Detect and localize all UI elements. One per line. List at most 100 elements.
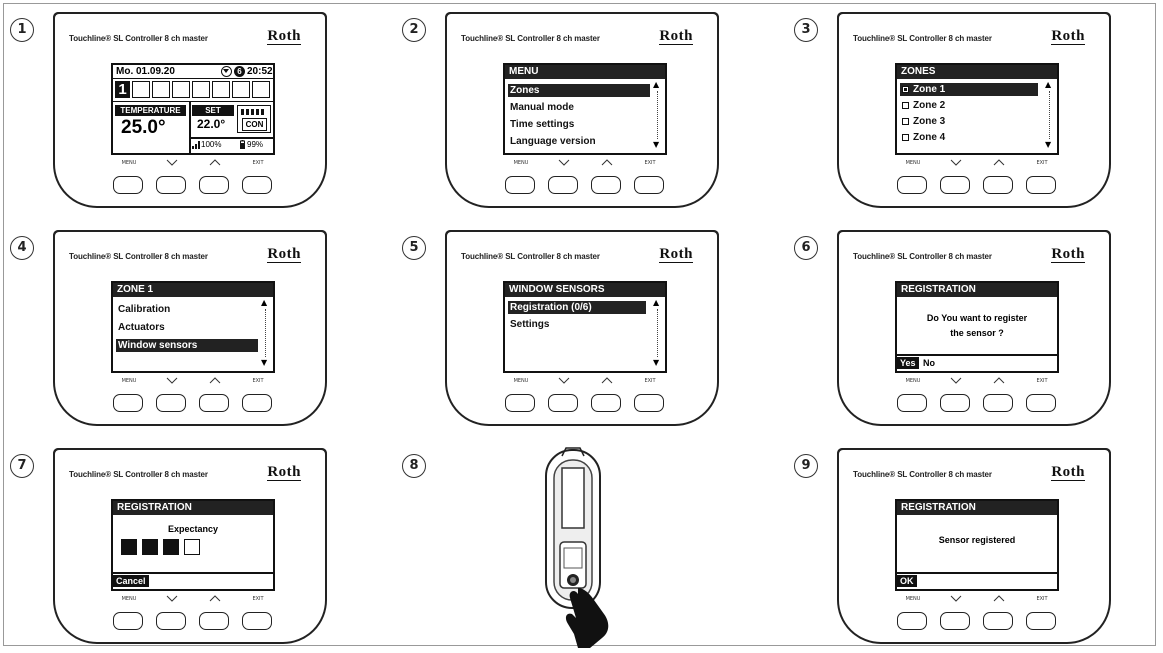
screen-header: WINDOW SENSORS	[505, 283, 665, 297]
down-button[interactable]	[548, 176, 578, 194]
chevron-down-icon	[950, 377, 962, 384]
down-button[interactable]	[940, 612, 970, 630]
step-number: 7	[10, 454, 34, 478]
zone-slot	[212, 81, 230, 98]
screen-header: ZONE 1	[113, 283, 273, 297]
step-number: 9	[794, 454, 818, 478]
down-button[interactable]	[940, 176, 970, 194]
menu-button-label: MENU	[121, 378, 137, 384]
dialog-message-line2: the sensor ?	[950, 328, 1004, 338]
device-screen: REGISTRATION Sensor registered OK	[895, 499, 1059, 591]
ok-option[interactable]: OK	[897, 575, 917, 587]
device-screen: REGISTRATION Do You want to register the…	[895, 281, 1059, 373]
menu-item-window-sensors[interactable]: Window sensors	[116, 339, 258, 352]
menu-button[interactable]	[897, 612, 927, 630]
zone-item[interactable]: Zone 1	[900, 83, 1038, 96]
up-button[interactable]	[199, 394, 229, 412]
controller-device: Touchline® SL Controller 8 ch master Rot…	[53, 448, 327, 644]
yes-option[interactable]: Yes	[897, 357, 919, 369]
up-button[interactable]	[983, 176, 1013, 194]
scrollbar[interactable]: ▲▼	[261, 298, 268, 367]
exit-button[interactable]	[634, 176, 664, 194]
menu-button-label: MENU	[905, 596, 921, 602]
device-title: Touchline® SL Controller 8 ch master	[69, 252, 208, 261]
no-option[interactable]: No	[923, 358, 935, 368]
down-button[interactable]	[156, 176, 186, 194]
signal-value: 100%	[201, 140, 222, 149]
down-button[interactable]	[156, 394, 186, 412]
controller-device: Touchline® SL Controller 8 ch master Rot…	[837, 230, 1111, 426]
down-button[interactable]	[548, 394, 578, 412]
exit-button-label: EXIT	[644, 160, 656, 166]
brand-logo: Roth	[267, 246, 301, 263]
mode-label: CON	[242, 118, 267, 131]
up-button[interactable]	[199, 176, 229, 194]
chevron-up-icon	[993, 595, 1005, 602]
menu-item-registration[interactable]: Registration (0/6)	[508, 301, 646, 314]
step-9-panel: 9 Touchline® SL Controller 8 ch master R…	[788, 438, 1160, 648]
progress-box-filled	[163, 539, 179, 555]
down-button[interactable]	[156, 612, 186, 630]
date-label: Mo. 01.09.20	[116, 66, 175, 77]
menu-item-zones[interactable]: Zones	[508, 84, 650, 97]
menu-button[interactable]	[897, 176, 927, 194]
exit-button[interactable]	[634, 394, 664, 412]
menu-item-actuators[interactable]: Actuators	[118, 322, 165, 333]
menu-button-label: MENU	[513, 378, 529, 384]
up-button[interactable]	[983, 612, 1013, 630]
scrollbar[interactable]: ▲▼	[653, 298, 660, 367]
up-button[interactable]	[591, 176, 621, 194]
device-screen: MENU Zones Manual mode Time settings Lan…	[503, 63, 667, 155]
menu-item-language-version[interactable]: Language version	[510, 136, 596, 147]
controller-device: Touchline® SL Controller 8 ch master Rot…	[445, 230, 719, 426]
exit-button[interactable]	[242, 176, 272, 194]
device-screen: REGISTRATION Expectancy Cancel	[111, 499, 275, 591]
exit-button-label: EXIT	[1036, 160, 1048, 166]
zone-slot	[252, 81, 270, 98]
exit-button[interactable]	[242, 612, 272, 630]
zone-item[interactable]: Zone 2	[900, 99, 1038, 112]
step-number: 5	[402, 236, 426, 260]
scrollbar[interactable]: ▲▼	[1045, 80, 1052, 149]
menu-item-time-settings[interactable]: Time settings	[510, 119, 575, 130]
step-number: 6	[794, 236, 818, 260]
zone-item[interactable]: Zone 3	[900, 115, 1038, 128]
menu-button[interactable]	[113, 612, 143, 630]
device-screen: Mo. 01.09.20 6 20:52 1 TEMPERATURE 25.0°…	[111, 63, 275, 155]
zone-slot	[192, 81, 210, 98]
step-number: 4	[10, 236, 34, 260]
chevron-down-icon	[166, 377, 178, 384]
brand-logo: Roth	[1051, 464, 1085, 481]
cancel-option[interactable]: Cancel	[113, 575, 149, 587]
battery-value: 99%	[247, 140, 264, 149]
scrollbar[interactable]: ▲▼	[653, 80, 660, 149]
menu-button[interactable]	[505, 176, 535, 194]
down-button[interactable]	[940, 394, 970, 412]
menu-button[interactable]	[113, 176, 143, 194]
step-3-panel: 3 Touchline® SL Controller 8 ch master R…	[788, 2, 1160, 212]
device-screen: ZONE 1 Calibration Actuators Window sens…	[111, 281, 275, 373]
radiator-icon	[241, 109, 264, 115]
menu-item-calibration[interactable]: Calibration	[118, 304, 171, 315]
controller-device: Touchline® SL Controller 8 ch master Rot…	[837, 448, 1111, 644]
menu-item-settings[interactable]: Settings	[510, 319, 550, 330]
checkbox-checked-icon	[902, 86, 909, 93]
zone-strip: 1	[113, 78, 273, 102]
set-label: SET	[192, 105, 234, 116]
exit-button[interactable]	[1026, 394, 1056, 412]
up-button[interactable]	[199, 612, 229, 630]
menu-button[interactable]	[897, 394, 927, 412]
zone-item[interactable]: Zone 4	[900, 131, 1038, 144]
menu-button[interactable]	[505, 394, 535, 412]
up-button[interactable]	[983, 394, 1013, 412]
menu-button[interactable]	[113, 394, 143, 412]
progress-box-empty	[184, 539, 200, 555]
exit-button[interactable]	[242, 394, 272, 412]
exit-button[interactable]	[1026, 176, 1056, 194]
controller-device: Touchline® SL Controller 8 ch master Rot…	[53, 12, 327, 208]
exit-button[interactable]	[1026, 612, 1056, 630]
device-screen: WINDOW SENSORS Registration (0/6) Settin…	[503, 281, 667, 373]
zone-indicator: 1	[115, 81, 130, 98]
menu-item-manual-mode[interactable]: Manual mode	[510, 102, 574, 113]
up-button[interactable]	[591, 394, 621, 412]
